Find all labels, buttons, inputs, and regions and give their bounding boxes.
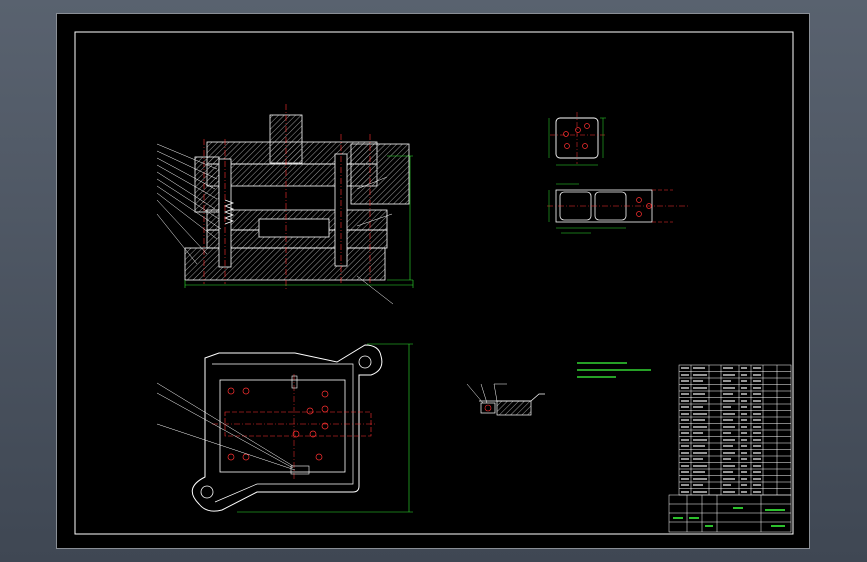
bolt-hole-top-right	[358, 355, 372, 369]
lower-die-base	[184, 247, 386, 281]
top-view-dimensions	[237, 343, 413, 513]
strip-pilot-holes	[636, 197, 652, 217]
part-outline	[555, 117, 599, 159]
title-block-entries	[673, 507, 785, 527]
strip-dimensions	[548, 183, 626, 234]
front-section-view	[156, 104, 414, 305]
front-section-dimensions	[184, 155, 414, 288]
part-callout-leaders-right	[356, 176, 394, 305]
parts-list-table	[678, 364, 792, 496]
detail-pin	[484, 404, 492, 412]
part-dimensions	[548, 117, 606, 166]
cad-viewport[interactable]	[56, 13, 810, 549]
strip-layout	[547, 183, 689, 234]
top-view-holes	[227, 387, 329, 461]
stopper-pin-top	[291, 375, 298, 389]
die-base-inner-outline	[212, 363, 354, 503]
tech-req-text-lines	[577, 362, 651, 378]
top-view	[156, 343, 413, 513]
cad-drawing	[74, 31, 794, 535]
detail-leaders	[466, 383, 507, 404]
parts-list-entries	[681, 367, 761, 493]
drawing-frame-border	[74, 31, 794, 535]
bolt-hole-bottom-left	[200, 485, 214, 499]
strip-blank-1	[559, 191, 592, 221]
title-block	[668, 494, 792, 533]
stopper-pin-bottom	[290, 465, 310, 475]
part-callout-leaders-left	[156, 143, 222, 265]
top-view-callout-leaders	[156, 382, 296, 471]
technical-requirements	[577, 362, 651, 378]
stripper-spring	[223, 199, 235, 225]
die-cavity	[258, 218, 330, 238]
upper-housing-right	[350, 143, 410, 205]
detail-view	[466, 383, 545, 416]
part-holes	[563, 123, 590, 149]
detail-part-body	[496, 400, 532, 416]
detail-part-outline	[479, 393, 545, 402]
die-plate-top	[219, 379, 346, 473]
die-base-outline	[191, 344, 383, 512]
part-drawing	[548, 112, 606, 166]
detail-insert	[480, 402, 496, 414]
